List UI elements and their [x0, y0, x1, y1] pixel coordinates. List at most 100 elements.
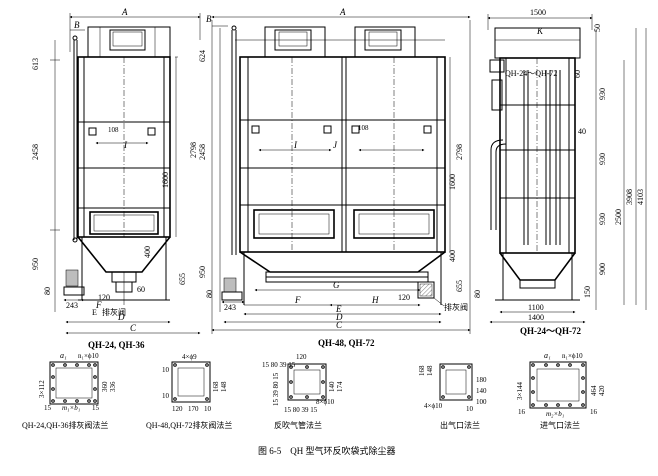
dim-80: 80 [43, 287, 52, 295]
flange-4-l148: 148 [426, 365, 434, 376]
middle-view: A B 624 2458 950 108 [198, 7, 471, 348]
dim-108-mid: 108 [358, 124, 369, 132]
flange-4-label: 出气口法兰 [440, 420, 480, 430]
dim-2458: 2458 [31, 144, 40, 160]
dim-40: 40 [578, 127, 586, 136]
flange-5-bottom: m₂×b₁ [546, 410, 564, 418]
dim-120: 120 [98, 293, 110, 302]
figure-caption: 图 6-5 QH 型气环反吹袋式除尘器 [258, 445, 396, 456]
dim-label-g: G [333, 280, 340, 290]
right-view-bottom-label: QH-24～QH-72 [520, 326, 581, 336]
dim-label-d-mid: D [335, 312, 343, 322]
dim-label-a-mid: A [339, 7, 346, 17]
dim-950-mid: 950 [198, 266, 207, 278]
flange-1-b15a: 15 [44, 404, 52, 412]
right-view: 1500 K 50 QH-24～QH-72 60 930 40 930 [473, 8, 647, 336]
dim-50: 50 [593, 24, 602, 32]
flange-4-l168: 168 [418, 365, 426, 376]
dim-900: 900 [598, 263, 607, 275]
flange-5-label: 进气口法兰 [540, 420, 580, 430]
flange-4-b10: 10 [466, 405, 474, 413]
dim-2500: 2500 [614, 209, 623, 225]
dim-930-c: 930 [598, 213, 607, 225]
dim-120-mid: 120 [398, 293, 410, 302]
dim-1500: 1500 [530, 8, 546, 17]
flange-1-r2: 336 [109, 381, 117, 392]
flange-5: a₁ n₁×ϕ10 3×144 464 420 16 m₂×b₁ 16 进气口法… [516, 351, 606, 430]
dim-label-d: D [117, 312, 125, 322]
flange-5-r1: 464 [590, 385, 598, 396]
dim-label-b: B [74, 20, 80, 30]
flange-5-top: n₁×ϕ10 [562, 352, 583, 360]
dim-label-a: A [121, 7, 128, 17]
flange-3-r2: 174 [336, 381, 344, 392]
dim-613: 613 [31, 58, 40, 70]
middle-view-label: QH-48, QH-72 [318, 338, 375, 348]
dim-label-e: E [92, 308, 97, 317]
dim-1600: 1600 [161, 172, 170, 188]
dim-3908: 3908 [625, 189, 634, 205]
dim-label-i-mid: I [293, 140, 298, 150]
flange-2-b3: 10 [204, 405, 212, 413]
flange-1-a1: a₁ [60, 351, 67, 360]
left-view: A B 613 2458 950 108 I [31, 7, 201, 350]
flange-5-r2: 420 [598, 385, 606, 396]
flange-3-t120: 120 [296, 353, 307, 361]
dim-label-i: I [123, 140, 128, 150]
dim-label-b-mid: B [206, 14, 212, 24]
dim-2458-mid: 2458 [198, 144, 207, 160]
flange-3-label: 反吹气管法兰 [274, 420, 322, 430]
dim-60: 60 [137, 285, 145, 294]
ash-valve-label-mid: 排灰阀 [444, 302, 468, 312]
flange-3-top: 15 80 39 15 [262, 361, 296, 369]
flange-5-left: 3×144 [516, 382, 524, 400]
dim-2798-mid: 2798 [455, 144, 464, 160]
dim-label-f: F [95, 300, 102, 310]
dim-655: 655 [178, 273, 187, 285]
dim-2798: 2798 [189, 142, 198, 158]
dim-624: 624 [198, 50, 207, 62]
right-view-label: QH-24～QH-72 [505, 69, 557, 78]
flange-3-side: 15 39 80 15 [272, 372, 280, 406]
flange-4-hole: 4×ϕ10 [424, 402, 443, 410]
flange-1-r1: 360 [101, 381, 109, 392]
flange-1-left: 3×112 [38, 380, 46, 398]
dim-1100: 1100 [528, 303, 544, 312]
dim-60-right: 60 [573, 70, 582, 78]
dim-1600-mid: 1600 [448, 174, 457, 190]
dim-label-j: J [333, 140, 338, 150]
dim-930-a: 930 [598, 88, 607, 100]
dim-80-mid: 80 [205, 290, 214, 298]
dim-label-c: C [130, 323, 137, 333]
flange-2-l10a: 10 [162, 366, 170, 374]
flange-1-top: n₁×ϕ10 [78, 352, 99, 360]
dim-label-c-mid: C [336, 320, 343, 330]
flange-5-b16a: 16 [518, 408, 526, 416]
flange-4: 168 148 4×ϕ10 180 140 100 10 出气口法兰 [418, 363, 487, 430]
flange-2-l10b: 10 [162, 392, 170, 400]
flange-3: 15 80 39 15 120 15 39 80 15 140 174 8×ϕ1… [262, 353, 344, 430]
dim-label-e-mid: E [335, 304, 342, 314]
dim-655-mid: 655 [455, 280, 464, 292]
flange-2-r2: 148 [220, 381, 228, 392]
flange-3-hole: 8×ϕ10 [316, 398, 335, 406]
flange-2: 4×ϕ9 168 148 10 10 120 170 10 QH-48,QH-7… [146, 353, 232, 430]
flange-5-b16b: 16 [590, 408, 598, 416]
ash-valve-label-left: 排灰阀 [102, 307, 126, 317]
flange-2-top: 4×ϕ9 [182, 353, 197, 361]
dim-243-mid: 243 [224, 303, 236, 312]
flange-1-bottom: m₁×b₁ [62, 404, 80, 412]
flange-2-r1: 168 [212, 381, 220, 392]
dim-label-h: H [371, 295, 379, 305]
flange-4-r180: 180 [476, 376, 487, 384]
flange-5-a1: a₁ [544, 351, 551, 360]
flange-2-b2: 170 [188, 405, 199, 413]
flange-3-r1: 140 [328, 381, 336, 392]
dim-400: 400 [143, 246, 152, 258]
flange-2-b1: 120 [172, 405, 183, 413]
dim-400-mid: 400 [448, 250, 457, 262]
flange-4-r100: 100 [476, 398, 487, 406]
dim-930-b: 930 [598, 153, 607, 165]
dim-80-right: 80 [473, 290, 482, 298]
